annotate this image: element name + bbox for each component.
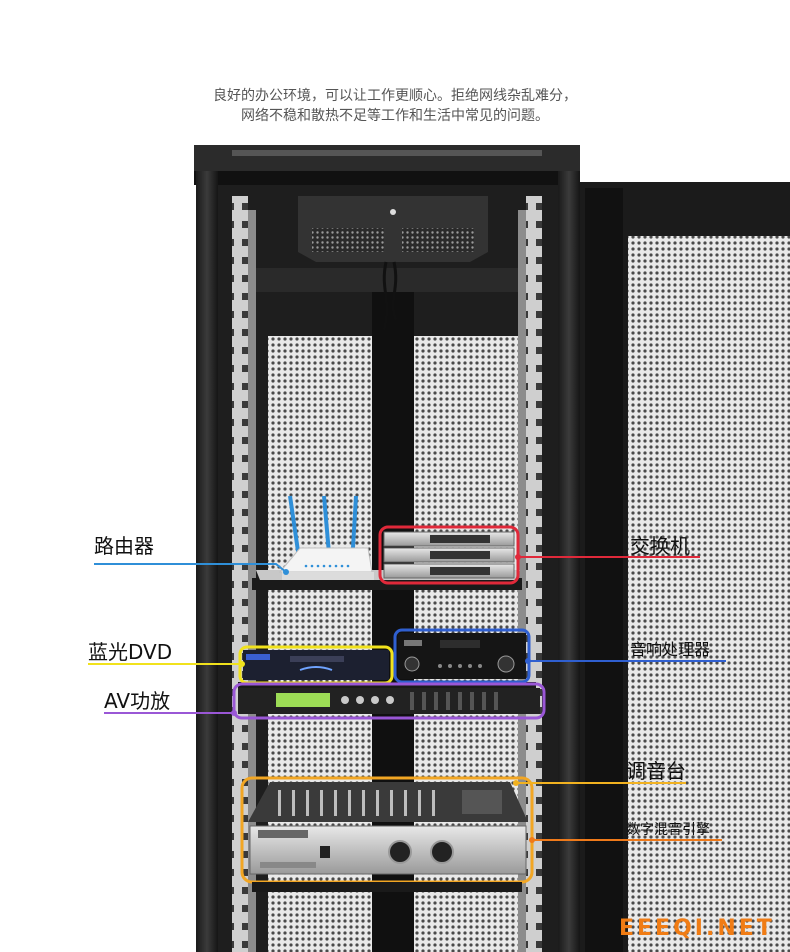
label-mixer: 调音台 bbox=[626, 759, 686, 783]
av-receiver-icon bbox=[393, 628, 531, 684]
watermark-logo: EEEQI.NET bbox=[619, 916, 775, 941]
side-door bbox=[580, 182, 790, 952]
power-amplifier-icon bbox=[249, 825, 527, 875]
intro-line-1: 良好的办公环境，可以让工作更顺心。拒绝网线杂乱难分， bbox=[213, 88, 577, 104]
network-switch-icon bbox=[378, 525, 520, 585]
label-digital-engine: 数字混音引擎 bbox=[626, 822, 710, 838]
label-audio-processor: 音响处理器 bbox=[630, 640, 711, 659]
intro-line-2: 网络不稳和散热不足等工作和生活中常见的问题。 bbox=[241, 108, 549, 124]
label-bluray: 蓝光DVD bbox=[88, 640, 173, 664]
label-router: 路由器 bbox=[94, 534, 154, 558]
wifi-router-icon bbox=[278, 495, 374, 580]
audio-processor-icon bbox=[232, 682, 546, 720]
fan-panel-icon bbox=[298, 196, 488, 331]
label-switch: 交换机 bbox=[630, 534, 690, 558]
shelf-3 bbox=[252, 882, 522, 892]
bluray-player-icon bbox=[238, 645, 394, 685]
label-av-amp: AV功放 bbox=[104, 689, 171, 713]
callout-lines bbox=[88, 554, 726, 843]
mixer-icon bbox=[248, 782, 528, 822]
intro-text: 良好的办公环境，可以让工作更顺心。拒绝网线杂乱难分， 网络不稳和散热不足等工作和… bbox=[0, 86, 790, 126]
